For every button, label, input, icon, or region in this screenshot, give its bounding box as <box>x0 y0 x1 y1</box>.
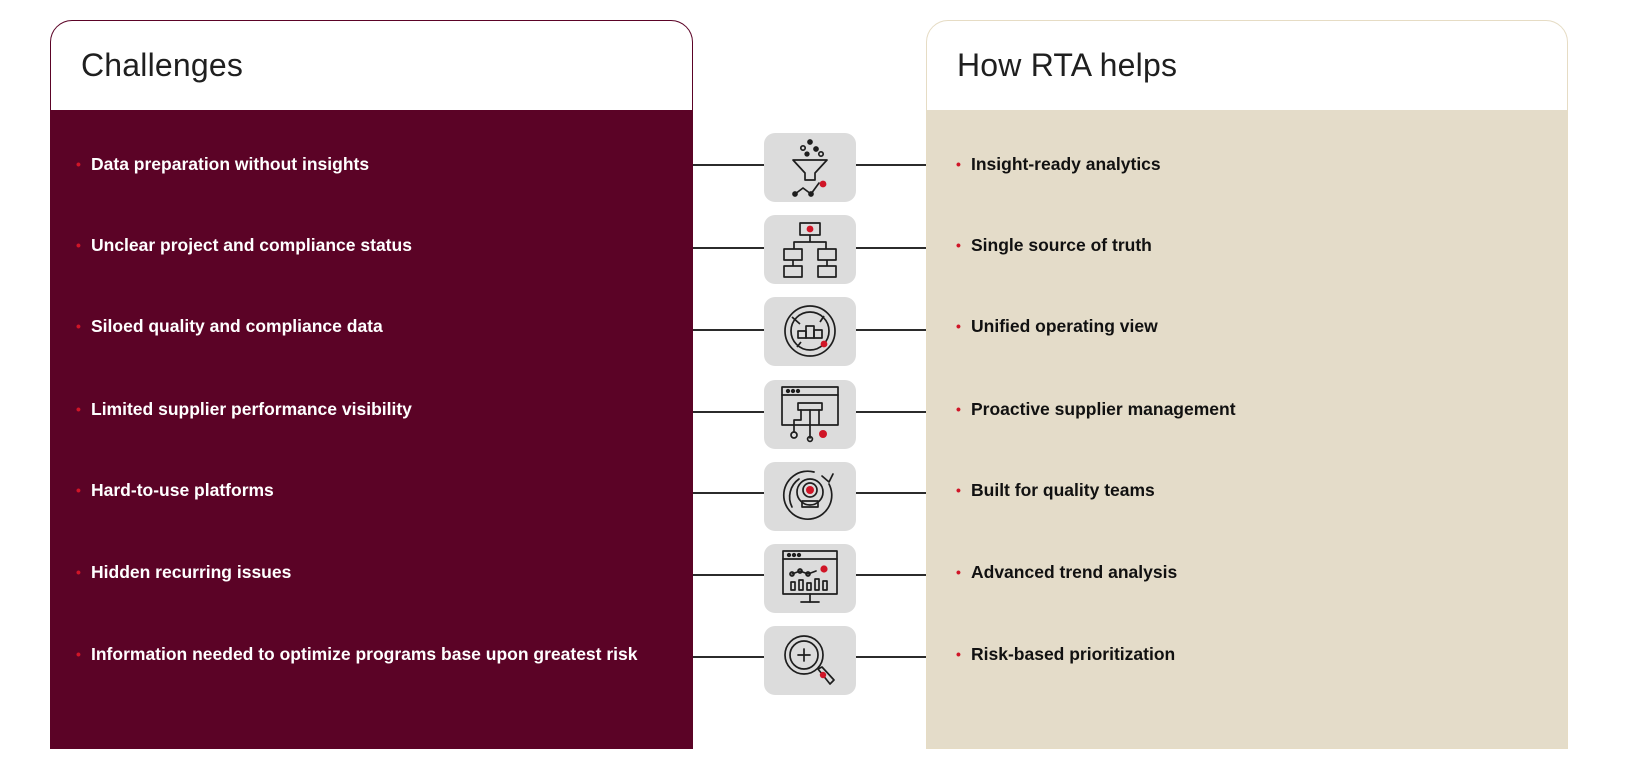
connector-line-2b <box>856 247 926 249</box>
how-rta-helps-header: How RTA helps <box>927 21 1567 110</box>
connector-line-4b <box>856 411 926 413</box>
magnifier-plus-icon-tile <box>764 626 856 695</box>
connector-line-6b <box>856 574 926 576</box>
monitor-trend-icon-tile <box>764 544 856 613</box>
connector-line-3 <box>693 329 764 331</box>
dashboard-network-icon-tile <box>764 380 856 449</box>
connector-line-5b <box>856 492 926 494</box>
hierarchy-icon <box>783 222 837 278</box>
connector-line-5 <box>693 492 764 494</box>
connector-line-6 <box>693 574 764 576</box>
magnifier-plus-icon <box>784 635 835 685</box>
dashboard-network-icon <box>781 386 839 443</box>
connector-line-7b <box>856 656 926 658</box>
funnel-icon-tile <box>764 133 856 202</box>
connector-line-4 <box>693 411 764 413</box>
connector-line-1b <box>856 164 926 166</box>
challenges-panel: Challenges <box>50 20 693 749</box>
how-rta-helps-title: How RTA helps <box>957 47 1178 83</box>
hierarchy-icon-tile <box>764 215 856 284</box>
refresh-target-icon <box>782 470 834 520</box>
how-rta-helps-panel: How RTA helps <box>926 20 1568 749</box>
connector-line-2 <box>693 247 764 249</box>
funnel-icon <box>792 139 828 197</box>
connector-line-1 <box>693 164 764 166</box>
target-chart-icon <box>784 305 836 357</box>
monitor-trend-icon <box>782 550 838 603</box>
target-chart-icon-tile <box>764 297 856 366</box>
challenges-title: Challenges <box>81 47 244 83</box>
challenges-header: Challenges <box>51 21 692 110</box>
refresh-target-icon-tile <box>764 462 856 531</box>
connector-line-3b <box>856 329 926 331</box>
connector-line-7 <box>693 656 764 658</box>
